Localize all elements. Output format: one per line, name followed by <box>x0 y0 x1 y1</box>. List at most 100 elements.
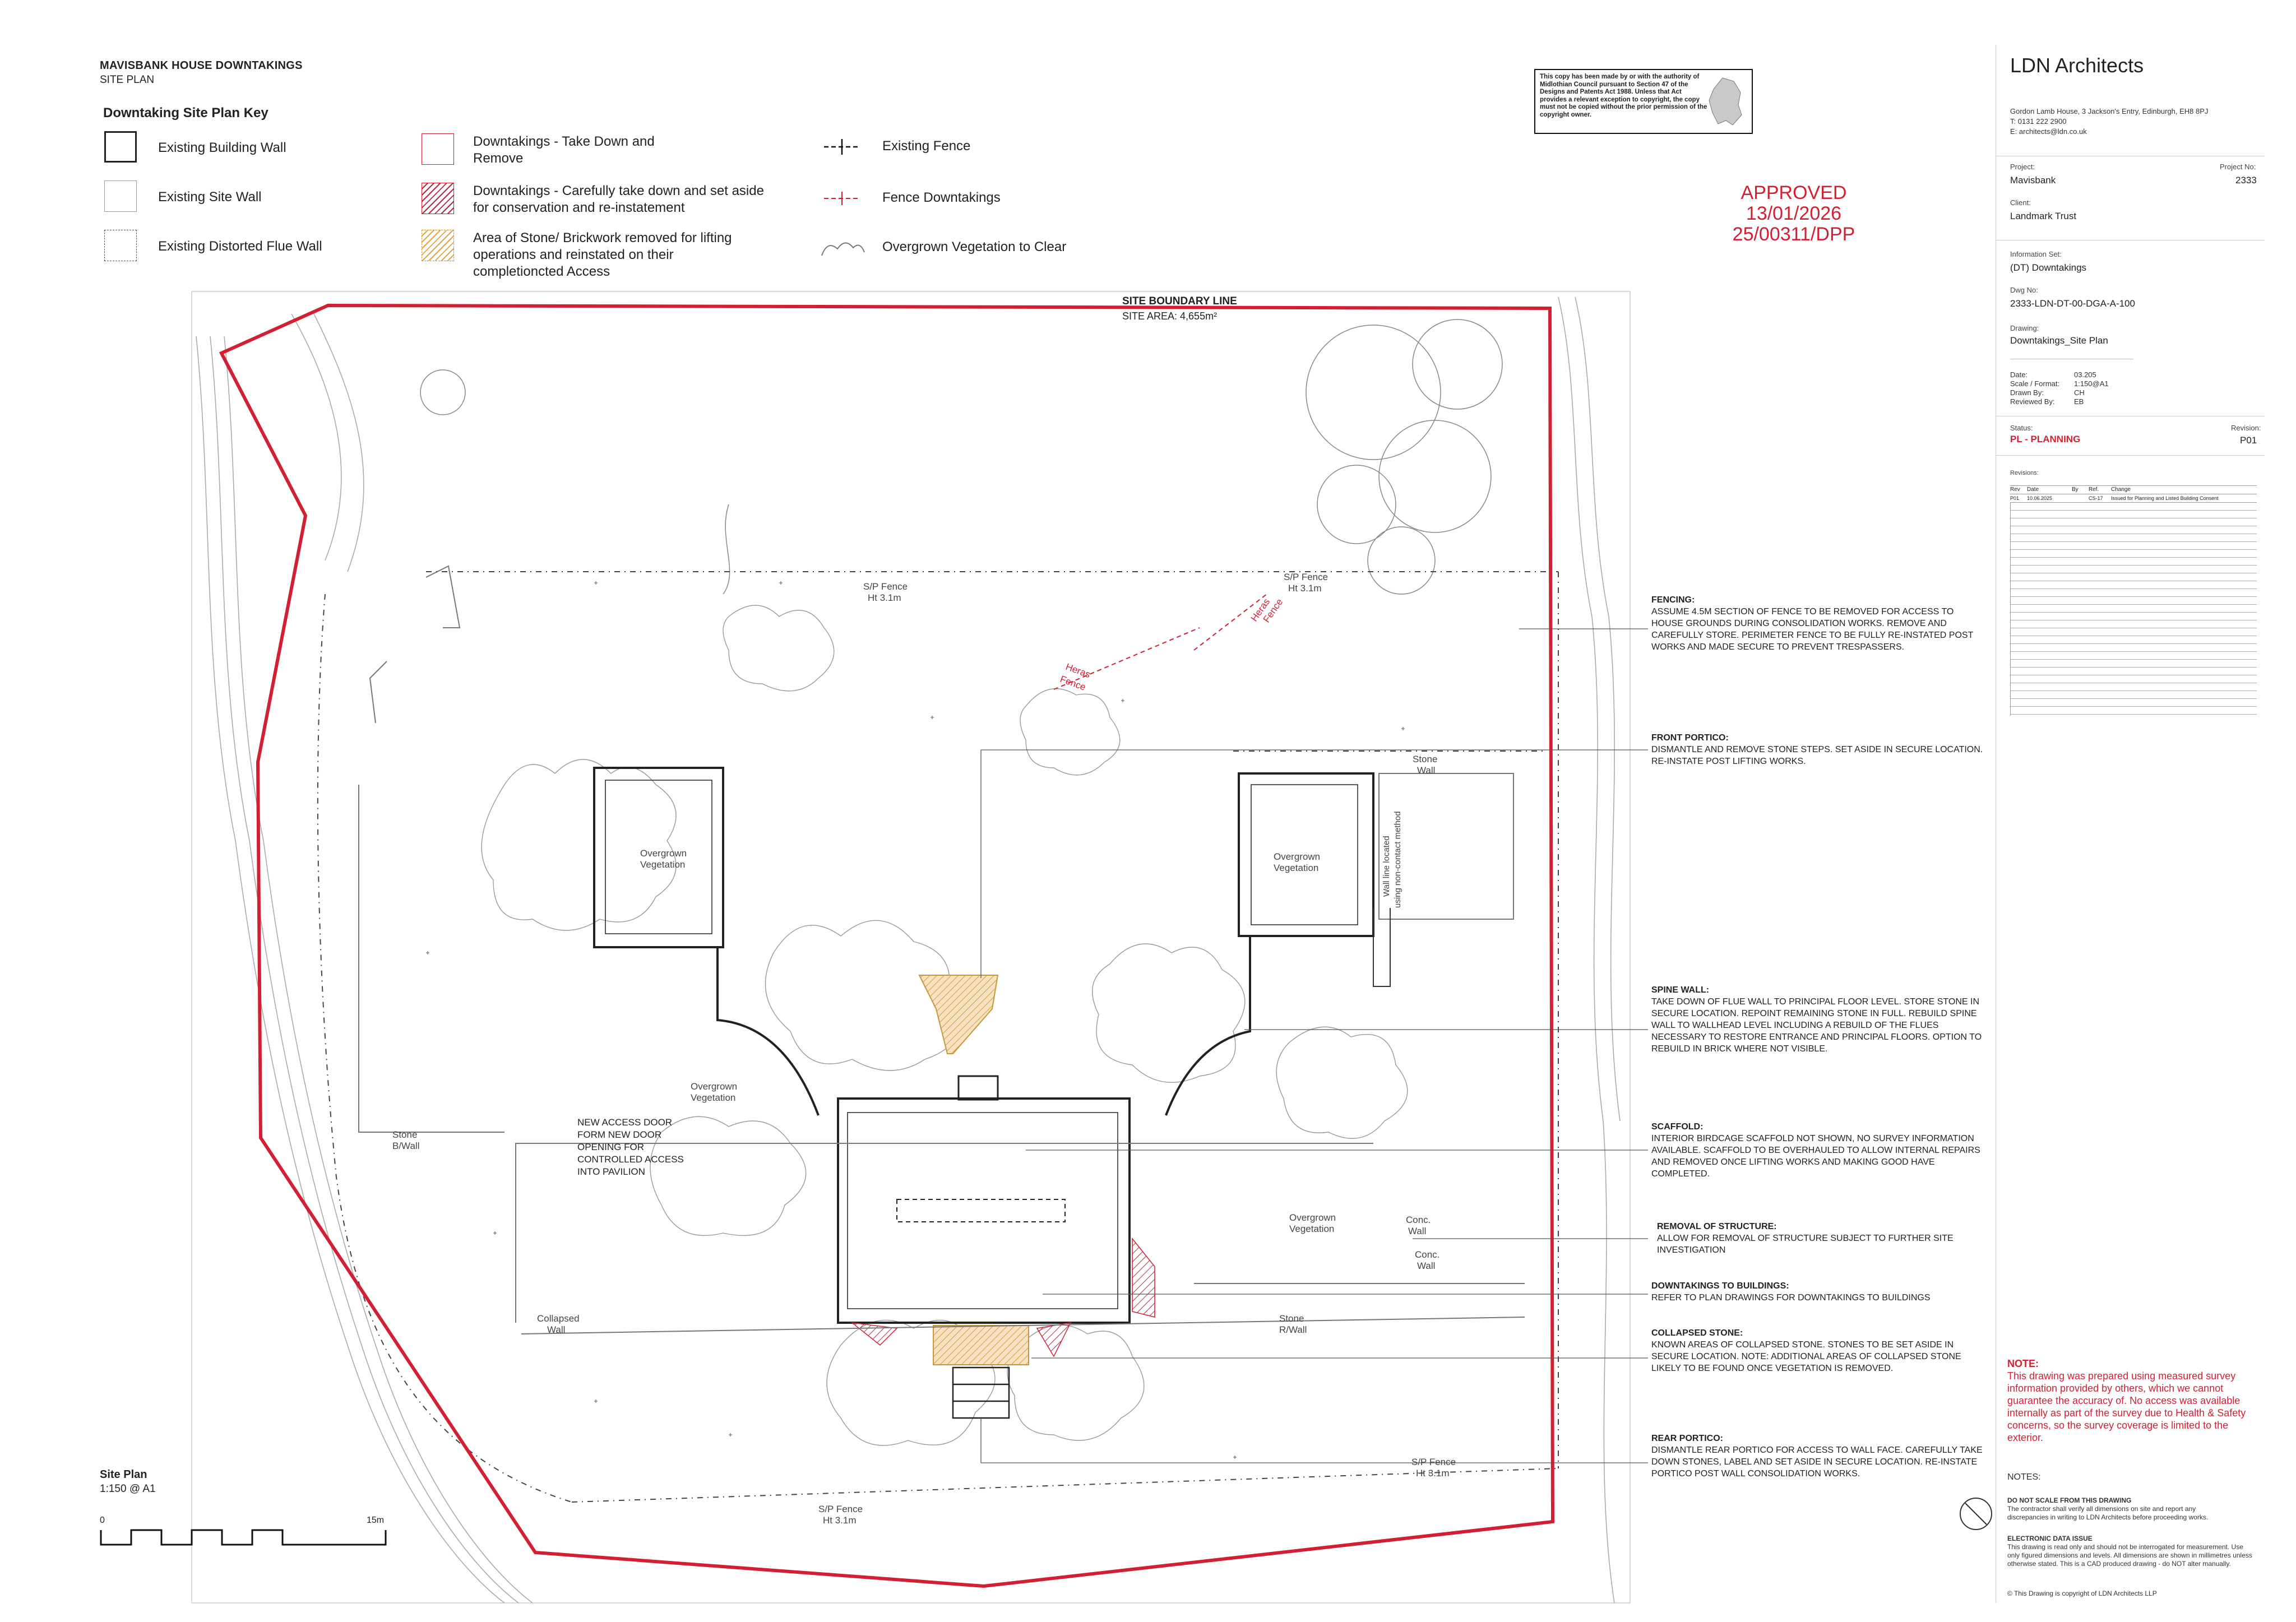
key-swatch-building-wall <box>104 131 137 163</box>
council-map-logo-icon <box>1709 77 1742 126</box>
key-distorted-flue-wall: Existing Distorted Flue Wall <box>104 230 322 261</box>
firm-name: LDN Architects <box>2010 54 2144 77</box>
do-not-scale-title: DO NOT SCALE FROM THIS DRAWING <box>2007 1496 2132 1504</box>
status-value: PL - PLANNING <box>2010 434 2081 444</box>
electronic-data-note: ELECTRONIC DATA ISSUE This drawing is re… <box>2007 1535 2254 1568</box>
access-door-note: OPENING FOR <box>577 1142 644 1152</box>
date-value: 03.205 <box>2074 370 2096 379</box>
electronic-data-text: This drawing is read only and should not… <box>2007 1543 2252 1568</box>
key-label: Existing Fence <box>882 138 971 154</box>
vegetation-label: Vegetation <box>691 1092 735 1103</box>
client-value: Landmark Trust <box>2010 211 2077 221</box>
rev-col-header: Ref. <box>2089 486 2099 493</box>
info-set-label: Information Set: <box>2010 250 2062 258</box>
note-scaffold: SCAFFOLD:INTERIOR BIRDCAGE SCAFFOLD NOT … <box>1651 1121 1988 1180</box>
revisions-table: Rev Date By Ref. Change P01 10.06.2025 C… <box>2010 485 2257 716</box>
rev-cell: P01 <box>2010 495 2020 501</box>
do-not-scale-text: The contractor shall verify all dimensio… <box>2007 1505 2209 1521</box>
drawing-label: Drawing: <box>2010 324 2039 332</box>
drawn-by-label: Drawn By: <box>2010 388 2044 397</box>
rear-portico-stone <box>933 1325 1029 1365</box>
fence-height-label: Ht 3.1m <box>868 592 901 603</box>
main-house <box>837 1075 1131 1324</box>
heras-fence-downtakings <box>1053 594 1267 690</box>
key-overgrown-vegetation: Overgrown Vegetation to Clear <box>821 235 1066 261</box>
contour-lines <box>196 296 1621 1604</box>
key-existing-fence: Existing Fence <box>824 136 970 158</box>
fence-label: S/P Fence <box>1284 572 1328 582</box>
key-stone-removed: Area of Stone/ Brickwork removed for lif… <box>422 230 753 280</box>
drawing-value: Downtakings_Site Plan <box>2010 335 2108 346</box>
note-title: REAR PORTICO: <box>1651 1434 1723 1443</box>
rev-col-header: By <box>2072 486 2079 493</box>
conc-wall-label: Wall <box>1417 1260 1435 1271</box>
rev-col-header: Rev <box>2010 486 2020 493</box>
copyright-notice: This copy has been made by or with the a… <box>1534 69 1753 134</box>
vegetation-label: Vegetation <box>1289 1224 1334 1234</box>
status-label: Status: <box>2010 424 2033 432</box>
note-text: ASSUME 4.5M SECTION OF FENCE TO BE REMOV… <box>1651 607 1974 652</box>
stone-wall-label: R/Wall <box>1279 1324 1307 1335</box>
tree-cluster <box>420 319 1503 595</box>
rev-col-header: Date <box>2027 486 2039 493</box>
do-not-scale-note: DO NOT SCALE FROM THIS DRAWING The contr… <box>2007 1496 2220 1522</box>
survey-disclaimer: NOTE: This drawing was prepared using me… <box>2007 1357 2265 1444</box>
approval-reference: 25/00311/DPP <box>1732 224 1855 245</box>
note-downtakings-buildings: DOWNTAKINGS TO BUILDINGS:REFER TO PLAN D… <box>1651 1280 1988 1304</box>
copyright-line: © This Drawing is copyright of LDN Archi… <box>2007 1589 2157 1597</box>
approval-status: APPROVED <box>1740 182 1847 203</box>
key-label: Existing Site Wall <box>158 189 262 205</box>
scale-title: Site Plan <box>100 1468 147 1481</box>
disclaimer-text: This drawing was prepared using measured… <box>2007 1370 2246 1443</box>
note-text: INTERIOR BIRDCAGE SCAFFOLD NOT SHOWN, NO… <box>1651 1134 1980 1179</box>
note-title: FRONT PORTICO: <box>1651 733 1729 743</box>
north-arrow-icon <box>1960 1498 1992 1530</box>
copyright-text: This copy has been made by or with the a… <box>1540 73 1707 118</box>
vegetation-label: Overgrown <box>1289 1212 1336 1223</box>
key-label: Area of Stone/ Brickwork removed for lif… <box>473 230 732 279</box>
key-label: Downtakings - Take Down and Remove <box>473 134 655 166</box>
dwg-no-value: 2333-LDN-DT-00-DGA-A-100 <box>2010 298 2135 309</box>
revision-value: P01 <box>2240 435 2257 446</box>
rev-cell: 10.06.2025 <box>2027 495 2053 501</box>
note-collapsed-stone: COLLAPSED STONE:KNOWN AREAS OF COLLAPSED… <box>1651 1327 1988 1374</box>
stone-wall-label: Stone <box>1413 754 1437 764</box>
note-title: COLLAPSED STONE: <box>1651 1328 1743 1338</box>
wall-located-note: Wall line located <box>1382 836 1391 897</box>
scale-start: 0 <box>100 1516 105 1525</box>
rev-col-header: Change <box>2111 486 2131 493</box>
project-no-label: Project No: <box>2220 163 2256 171</box>
note-front-portico: FRONT PORTICO:DISMANTLE AND REMOVE STONE… <box>1651 732 1988 767</box>
rev-cell: Issued for Planning and Listed Building … <box>2111 495 2219 501</box>
title-block <box>1996 45 2271 1603</box>
scale-bar <box>100 1529 387 1546</box>
conc-wall-label: Conc. <box>1406 1215 1431 1225</box>
vegetation-label: Vegetation <box>640 859 685 870</box>
project-label: Project: <box>2010 163 2035 171</box>
firm-address: Gordon Lamb House, 3 Jackson's Entry, Ed… <box>2010 107 2209 115</box>
date-label: Date: <box>2010 370 2028 379</box>
fence-label: S/P Fence <box>863 581 908 592</box>
fence-label: S/P Fence <box>818 1504 863 1514</box>
rev-cell: CS-17 <box>2089 495 2103 501</box>
key-swatch-flue-wall <box>104 230 137 261</box>
reviewed-by-value: EB <box>2074 397 2084 406</box>
note-title: SPINE WALL: <box>1651 985 1710 995</box>
electronic-data-title: ELECTRONIC DATA ISSUE <box>2007 1535 2093 1542</box>
key-swatch-set-aside <box>422 183 454 214</box>
access-door-note: CONTROLLED ACCESS <box>577 1154 684 1165</box>
key-downtakings-remove: Downtakings - Take Down and Remove <box>422 133 686 167</box>
collapsed-stone-se <box>1036 1322 1072 1357</box>
fence-height-label: Ht 3.1m <box>1288 583 1322 594</box>
vegetation-label: Overgrown <box>691 1081 737 1092</box>
project-no-value: 2333 <box>2235 175 2257 186</box>
drawn-by-value: CH <box>2074 388 2085 397</box>
key-existing-site-wall: Existing Site Wall <box>104 180 262 212</box>
boundary-label: SITE BOUNDARY LINE <box>1122 295 1237 307</box>
scale-format-label: Scale / Format: <box>2010 379 2060 388</box>
access-door-note: FORM NEW DOOR <box>577 1129 661 1140</box>
info-set-value: (DT) Downtakings <box>2010 262 2087 273</box>
vegetation-label: Overgrown <box>640 848 687 859</box>
note-spine-wall: SPINE WALL:TAKE DOWN OF FLUE WALL TO PRI… <box>1651 984 1988 1055</box>
